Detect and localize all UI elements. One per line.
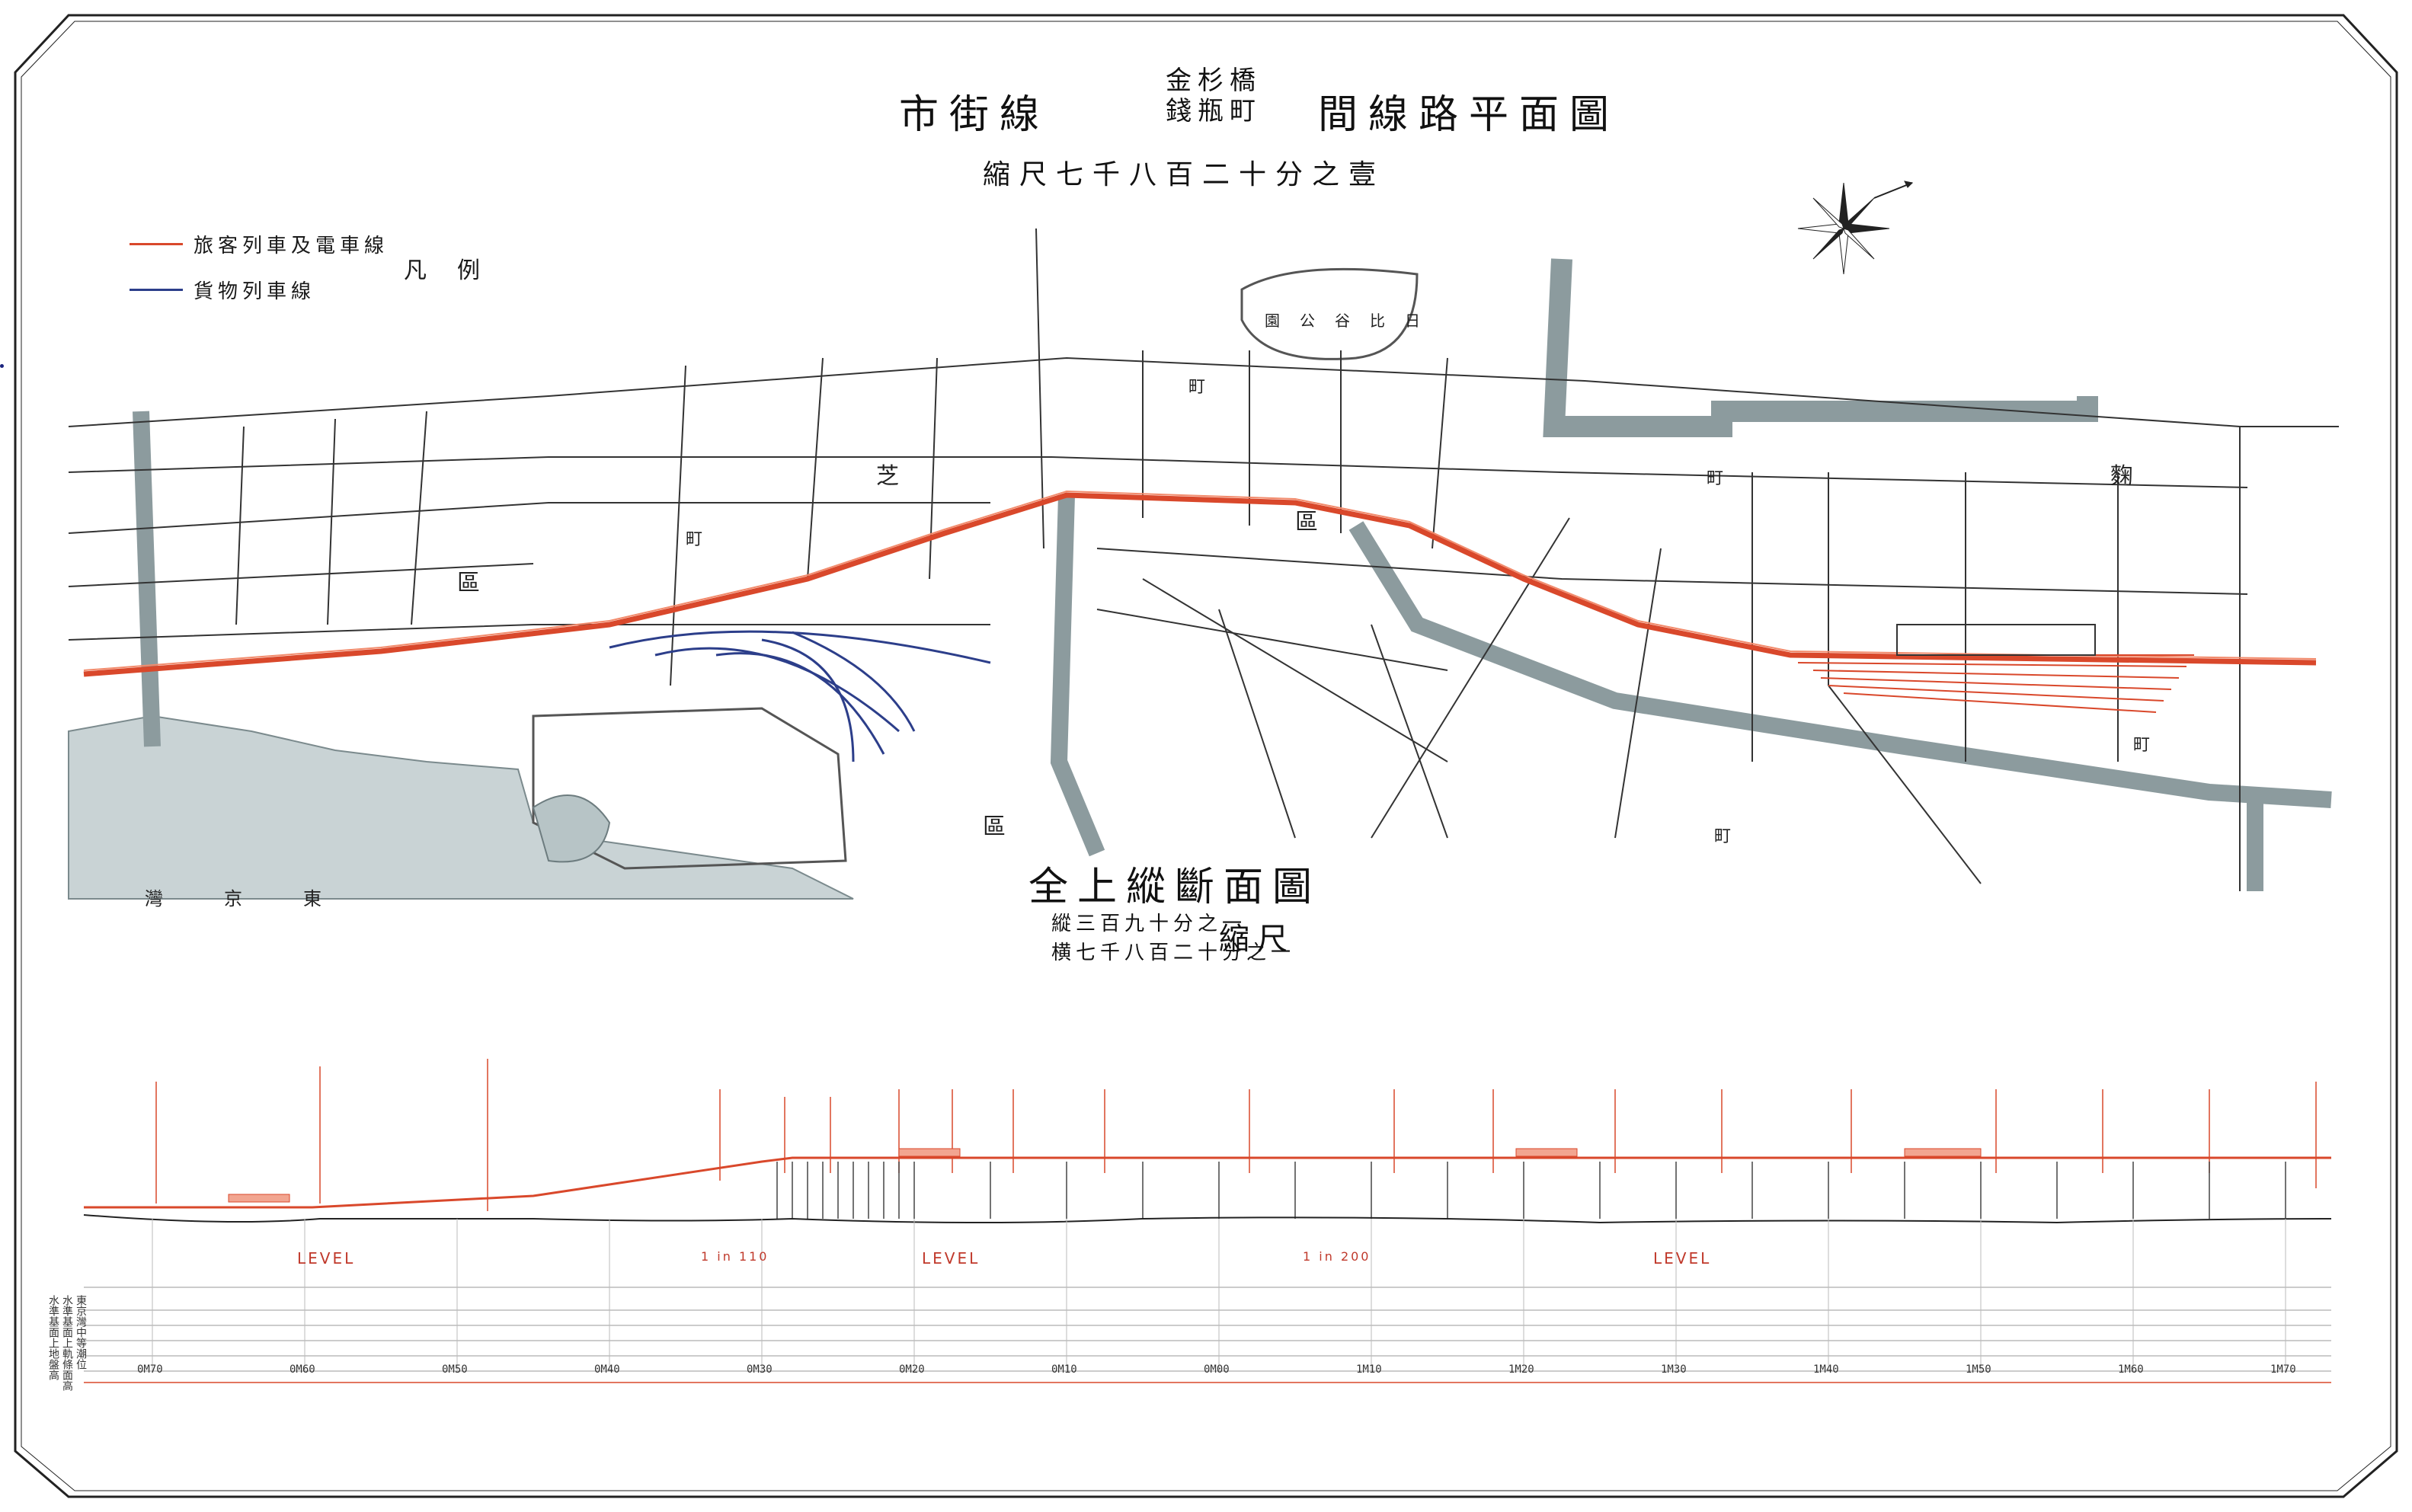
platform-1 [228,1194,290,1203]
annotation-leaders [155,1059,2317,1211]
section-level-3: LEVEL [1653,1249,1712,1267]
row-label-ground: 水準基面上地盤高 [47,1295,59,1380]
label-town-2: 町 [1188,378,1206,397]
rail-profile [84,1156,2331,1209]
canal-mid [1050,494,1105,857]
section-gradient-2: 1 in 200 [1303,1249,1371,1264]
passenger-line-inner [83,490,2317,671]
distance-3: 0M40 [594,1363,620,1376]
legend-passenger: 旅客列車及電車線 [130,230,389,258]
platform-4 [1904,1148,1982,1157]
distance-7: 0M00 [1204,1363,1230,1376]
legend-freight-line [130,289,183,291]
distance-9: 1M20 [1508,1363,1534,1376]
row-label-datum: 東京灣中等潮位 [75,1295,87,1370]
viaduct-arches [776,1162,2286,1219]
legend-passenger-line [130,243,183,245]
distance-4: 0M30 [747,1363,773,1376]
legend-title: 凡例 [404,257,510,284]
distance-0: 0M70 [137,1363,163,1376]
label-town-5: 町 [1714,827,1732,846]
section-level-2: LEVEL [922,1249,980,1267]
platform-3 [1515,1148,1578,1157]
legend-freight-label: 貨物列車線 [194,280,316,303]
label-district-4: 區 [983,814,1006,840]
plan-title-b-top: 金杉橋 [1166,66,1262,96]
label-town-1: 町 [686,530,703,549]
plan-title-b: 金杉橋 錢瓶町 [1166,66,1262,126]
label-park: 園公谷比日 [1265,312,1440,330]
compass-rose-icon [1797,181,1914,275]
canal-east [1348,521,2332,808]
distance-11: 1M40 [1813,1363,1839,1376]
distance-14: 1M70 [2270,1363,2296,1376]
distance-2: 0M50 [442,1363,468,1376]
distance-1: 0M60 [290,1363,315,1376]
freight-lines [609,630,991,762]
section-scale-label: 縮尺 [1219,922,1295,957]
margin-dot [0,364,4,368]
palace-pond [532,794,611,863]
label-town-4: 町 [2133,736,2151,755]
tokyo-station-block [1896,624,2096,656]
platform-2 [898,1148,961,1157]
label-district-1: 區 [457,570,480,596]
passenger-line-main [83,492,2317,677]
legend-freight: 貨物列車線 [130,276,315,304]
plan-title-b-bottom: 錢瓶町 [1166,96,1262,126]
palace-grounds [532,707,847,870]
section-title: 全上縱斷面圖 [1028,865,1322,910]
ground-profile [83,1214,2332,1224]
station-yard [1790,654,2194,713]
distance-8: 1M10 [1356,1363,1382,1376]
section-scale-vertical: 縱三百九十分之一 [1051,913,1247,935]
section-gradient-1: 1 in 110 [701,1249,769,1264]
plan-title-c: 間線路平面圖 [1318,92,1620,138]
street-grid [68,228,2339,891]
label-district-2: 芝 [876,463,899,490]
label-bay: 灣京東 [145,888,382,909]
plan-title-a: 市街線 [899,92,1051,138]
plan-map [68,181,2339,900]
section-level-1: LEVEL [297,1249,356,1267]
distance-12: 1M50 [1966,1363,1991,1376]
distance-13: 1M60 [2118,1363,2144,1376]
section-scale-horizontal: 横七千八百二十分之一 [1051,941,1296,964]
section-grid [84,1287,2331,1372]
distance-6: 0M10 [1051,1363,1077,1376]
bay-water [68,714,854,900]
label-district-5: 麴 [2110,463,2133,490]
hibiya-park [1240,267,1419,360]
distance-10: 1M30 [1661,1363,1687,1376]
plan-scale: 縮尺七千八百二十分之壹 [983,159,1386,190]
label-town-3: 町 [1707,469,1724,488]
moat-north [1543,258,2098,437]
canal-left [133,411,161,747]
distance-5: 0M20 [899,1363,925,1376]
section-ticks [152,1219,2286,1371]
longitudinal-section [83,1059,2332,1383]
row-label-rail: 水準基面上軌條面高 [61,1295,73,1391]
legend-passenger-label: 旅客列車及電車線 [194,235,389,257]
label-district-3: 區 [1295,509,1318,535]
